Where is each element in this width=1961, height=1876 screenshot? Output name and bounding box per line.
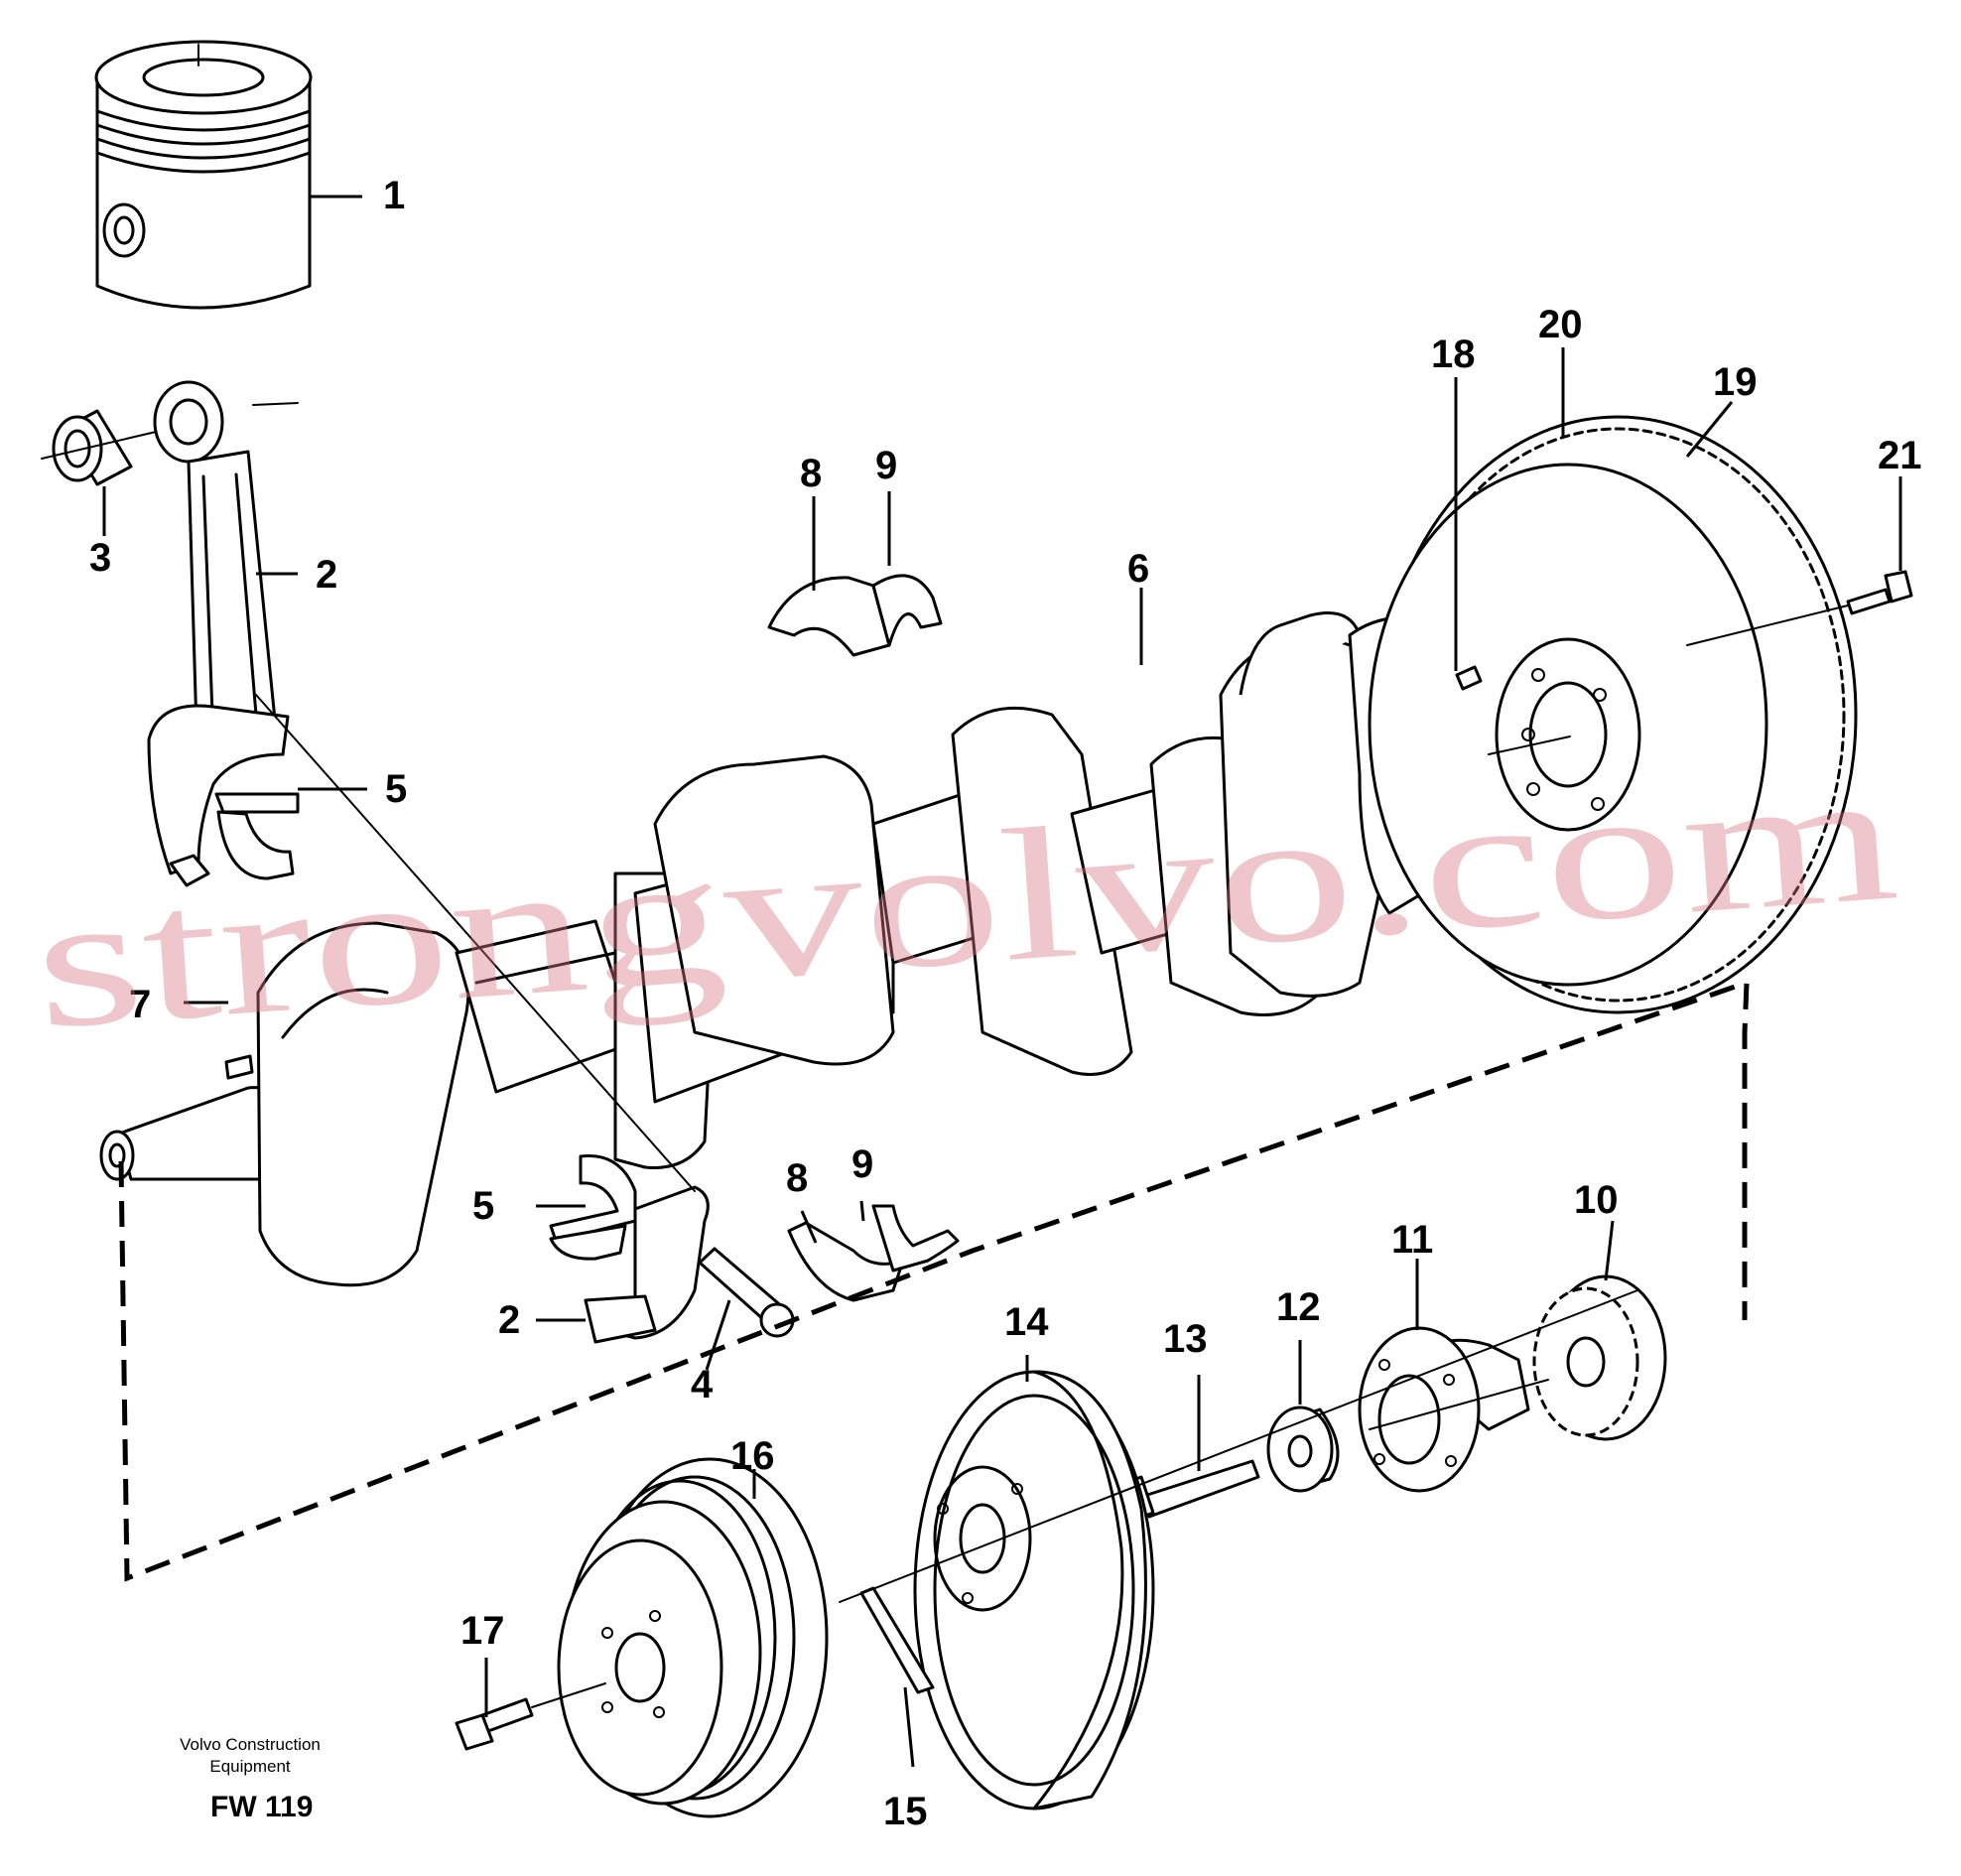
main-bearing-upper-part	[767, 574, 943, 657]
key-part	[224, 1054, 254, 1080]
label-part-10: 10	[1574, 1178, 1619, 1222]
part-number-labels: 1 2 3 5 8 9 6 18 20 19 21 7 5 2 4 8 9 10…	[89, 174, 1922, 1833]
crank-gear-part	[1532, 1274, 1667, 1441]
label-part-2-upper: 2	[316, 553, 337, 597]
label-part-18: 18	[1431, 333, 1476, 376]
bearing-shell-upper-part	[214, 792, 300, 880]
label-part-11: 11	[1391, 1218, 1433, 1262]
label-part-13: 13	[1163, 1317, 1208, 1361]
label-part-15: 15	[883, 1790, 928, 1833]
main-bearing-lower-part	[787, 1204, 960, 1302]
vibration-damper-part	[859, 1370, 1155, 1810]
crankshaft-part	[99, 603, 1550, 1287]
label-part-14: 14	[1004, 1300, 1049, 1344]
label-part-1: 1	[383, 174, 405, 217]
label-part-6: 6	[1127, 547, 1149, 591]
label-part-19: 19	[1713, 360, 1758, 404]
manufacturer-line-1: Volvo Construction	[180, 1735, 321, 1754]
label-part-16: 16	[730, 1434, 775, 1478]
label-part-5-upper: 5	[385, 767, 407, 811]
assembly-envelope	[118, 979, 1750, 1582]
label-part-2-lower: 2	[498, 1298, 520, 1342]
label-part-9-upper: 9	[875, 444, 897, 487]
label-part-20: 20	[1538, 303, 1583, 346]
piston-part	[94, 40, 313, 310]
label-part-12: 12	[1276, 1285, 1321, 1329]
figure-code: FW 119	[210, 1791, 313, 1823]
connecting-rod-part	[147, 380, 299, 887]
bushing-part	[41, 409, 170, 486]
rod-cap-part	[584, 1185, 795, 1344]
label-part-17: 17	[460, 1609, 505, 1653]
label-part-9-lower: 9	[851, 1142, 873, 1186]
label-part-8-upper: 8	[800, 452, 822, 495]
label-part-4: 4	[691, 1363, 714, 1407]
label-part-21: 21	[1878, 434, 1922, 477]
label-part-5-lower: 5	[472, 1184, 494, 1228]
leader-lines	[102, 195, 1902, 1768]
hub-part	[1358, 1326, 1549, 1493]
pulley-part	[557, 1457, 829, 1818]
flywheel-part	[1368, 415, 1913, 1014]
manufacturer-line-2: Equipment	[209, 1757, 291, 1776]
bearing-shell-lower-part	[549, 1153, 637, 1261]
label-part-8-lower: 8	[786, 1156, 808, 1200]
pulley-bolt-part	[455, 1682, 606, 1751]
label-part-7: 7	[129, 983, 151, 1026]
label-part-3: 3	[89, 536, 111, 580]
